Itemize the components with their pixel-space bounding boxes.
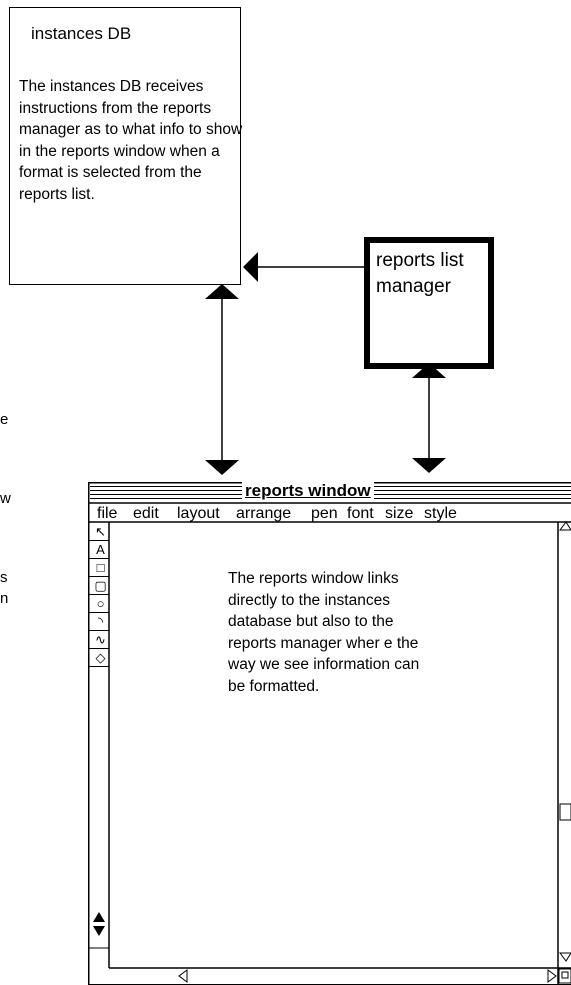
- arrow-rlm-to-instances: [243, 252, 364, 282]
- reports-window-description: The reports window links directly to the…: [228, 570, 420, 695]
- clipped-text-fragment: w: [0, 490, 11, 507]
- arrow-tool-icon[interactable]: ↖: [95, 524, 106, 539]
- instances-db-box: [9, 7, 241, 285]
- menu-edit[interactable]: edit: [133, 505, 159, 522]
- instances-db-description: The instances DB receives instructions f…: [19, 78, 243, 203]
- reports-list-manager-box: [364, 237, 494, 369]
- reports-window-menubar: file edit layout arrange pen font size s…: [88, 505, 571, 522]
- clipped-text-fragment: s: [0, 569, 8, 586]
- menu-arrange[interactable]: arrange: [236, 505, 292, 522]
- clipped-text-fragment: n: [0, 590, 9, 607]
- instances-db-title: instances DB: [31, 24, 132, 43]
- arc-tool-icon[interactable]: ◝: [97, 614, 104, 629]
- menu-file[interactable]: file: [97, 505, 118, 522]
- menu-layout[interactable]: layout: [177, 505, 220, 522]
- reports-window-title: reports window: [242, 481, 374, 501]
- rounded-rectangle-tool-icon[interactable]: ▢: [94, 578, 107, 593]
- polygon-tool-icon[interactable]: ◇: [95, 650, 106, 665]
- menu-style[interactable]: style: [424, 505, 457, 522]
- rectangle-tool-icon[interactable]: □: [96, 560, 105, 575]
- horizontal-scrollbar[interactable]: [109, 968, 558, 985]
- arrow-rlm-to-window: [412, 363, 446, 473]
- freehand-tool-icon[interactable]: ∿: [95, 632, 106, 647]
- text-tool-icon[interactable]: A: [96, 542, 105, 557]
- vertical-scrollbar[interactable]: [558, 522, 571, 968]
- menu-size[interactable]: size: [385, 505, 414, 522]
- menu-font[interactable]: font: [347, 505, 374, 522]
- arrow-instances-to-window: [205, 284, 239, 475]
- menu-pen[interactable]: pen: [311, 505, 338, 522]
- clipped-text-fragment: e: [0, 411, 9, 428]
- reports-list-manager-label: reports list manager: [376, 250, 464, 297]
- oval-tool-icon[interactable]: ○: [96, 596, 105, 611]
